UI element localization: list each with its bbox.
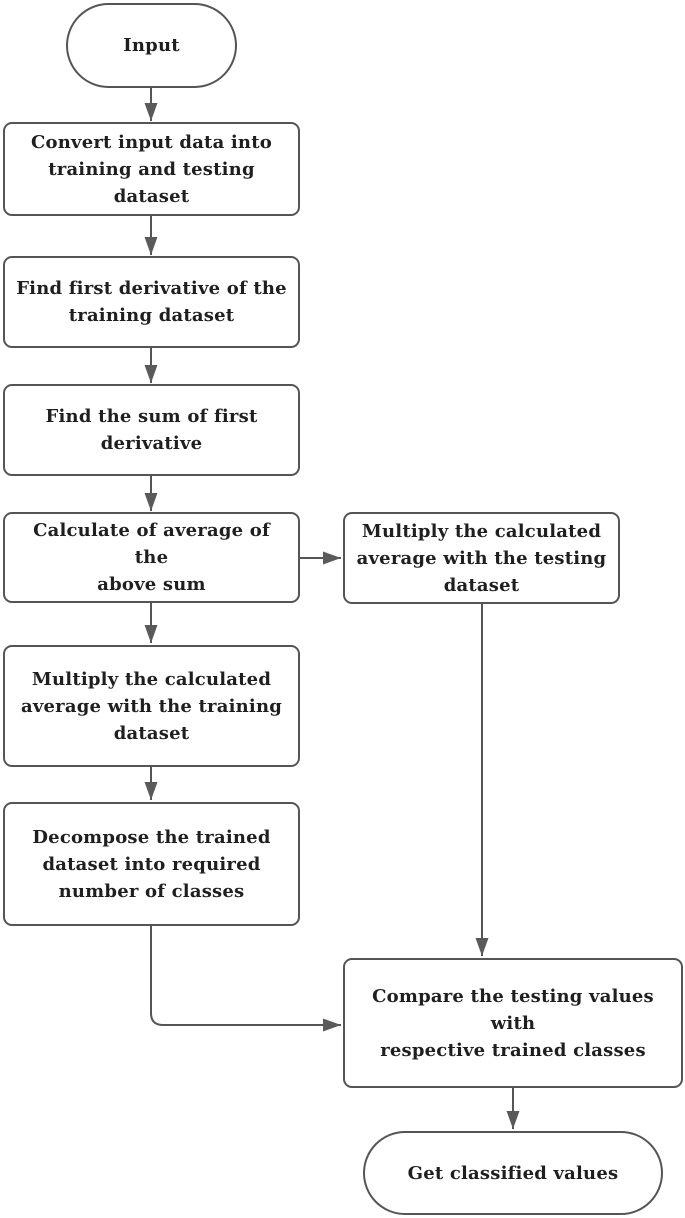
node-convert-input-data: Convert input data into training and tes… [3, 122, 300, 216]
node-compare: Compare the testing values with respecti… [343, 958, 683, 1088]
node-calculate-average-label: Calculate of average of the above sum [33, 520, 270, 595]
node-decompose: Decompose the trained dataset into requi… [3, 802, 300, 926]
node-multiply-training: Multiply the calculated average with the… [3, 645, 300, 767]
node-find-sum: Find the sum of first derivative [3, 384, 300, 476]
node-input-label: Input [123, 35, 180, 56]
node-multiply-testing-label: Multiply the calculated average with the… [356, 520, 607, 596]
arrow-decompose-to-compare [150, 926, 341, 1032]
node-multiply-training-label: Multiply the calculated average with the… [20, 668, 283, 744]
node-find-first-derivative: Find first derivative of the training da… [3, 256, 300, 348]
node-find-first-derivative-label: Find first derivative of the training da… [16, 278, 287, 326]
node-multiply-testing: Multiply the calculated average with the… [343, 512, 620, 604]
node-get-classified-values: Get classified values [363, 1131, 663, 1215]
node-input: Input [66, 3, 237, 88]
node-calculate-average: Calculate of average of the above sum [3, 512, 300, 603]
node-get-classified-values-label: Get classified values [407, 1162, 619, 1184]
node-find-sum-label: Find the sum of first derivative [45, 406, 258, 454]
node-convert-input-data-label: Convert input data into training and tes… [31, 131, 272, 207]
node-decompose-label: Decompose the trained dataset into requi… [32, 826, 271, 902]
node-compare-label: Compare the testing values with respecti… [372, 985, 654, 1061]
